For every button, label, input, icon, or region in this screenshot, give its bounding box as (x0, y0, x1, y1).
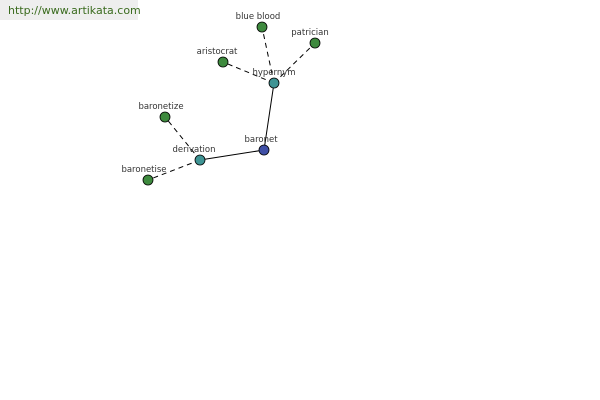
edge-baronet-derivation (199, 149, 265, 161)
node-derivation[interactable] (194, 154, 206, 166)
watermark-text: http://www.artikata.com (8, 4, 141, 17)
watermark: http://www.artikata.com (0, 0, 141, 20)
label-derivation: derivation (172, 145, 215, 155)
edge-hypernym-blue-blood (261, 26, 275, 84)
node-baronetise[interactable] (142, 174, 154, 186)
node-aristocrat[interactable] (217, 56, 229, 68)
label-baronetise: baronetise (121, 165, 166, 175)
edge-hypernym-aristocrat (222, 61, 275, 84)
label-patrician: patrician (291, 28, 328, 38)
node-blue-blood[interactable] (256, 21, 268, 33)
edge-baronet-hypernym (263, 82, 275, 151)
label-blue-blood: blue blood (236, 12, 281, 22)
node-patrician[interactable] (309, 37, 321, 49)
edge-derivation-baronetise (147, 159, 201, 181)
label-aristocrat: aristocrat (197, 47, 238, 57)
node-baronet[interactable] (258, 144, 270, 156)
edge-hypernym-patrician (273, 42, 316, 84)
label-hypernym: hypernym (252, 68, 295, 78)
node-baronetize[interactable] (159, 111, 171, 123)
node-hypernym[interactable] (268, 77, 280, 89)
label-baronet: baronet (244, 135, 278, 145)
edge-derivation-baronetize (164, 116, 201, 161)
label-baronetize: baronetize (138, 102, 183, 112)
